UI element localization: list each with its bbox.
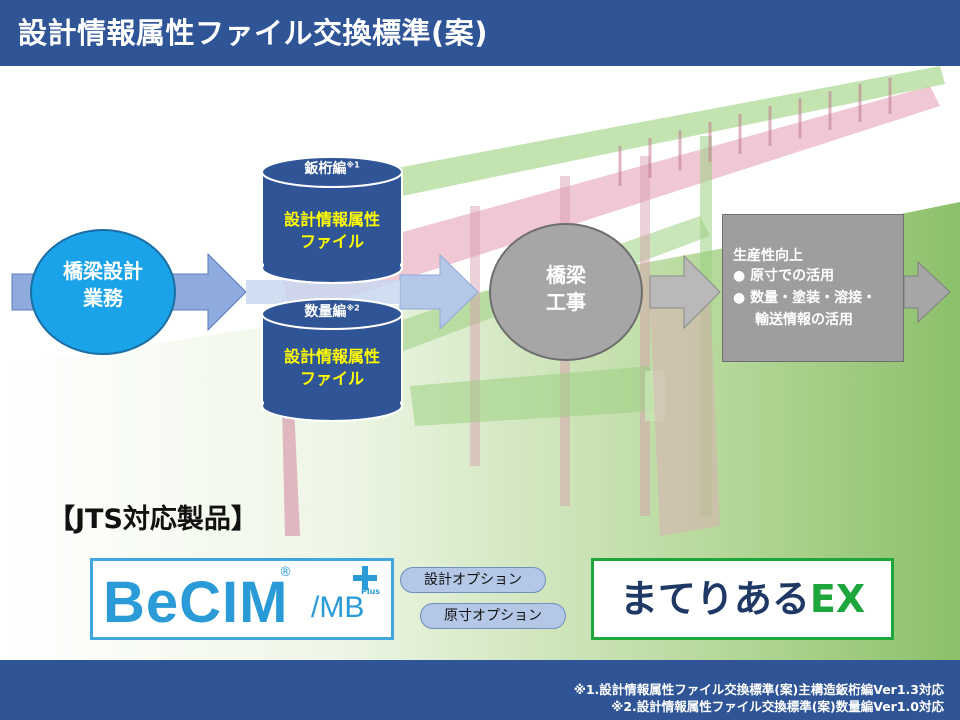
db2-header: 数量編※2 (262, 303, 402, 322)
construction-line1: 橋梁 (546, 263, 586, 287)
db1-line1: 設計情報属性 (283, 210, 380, 229)
db2-line2: ファイル (299, 368, 364, 388)
db2-line1: 設計情報属性 (283, 347, 380, 366)
db-cylinder-2 (261, 298, 403, 422)
benefits-item-2: ● 数量・塗装・溶接・ (733, 287, 876, 307)
benefits-box: 生産性向上 ● 原寸での活用 ● 数量・塗装・溶接・ 輸送情報の活用 (722, 214, 904, 362)
benefits-item-2-cont: 輸送情報の活用 (755, 312, 853, 328)
design-option-pill: 設計オプション (400, 567, 546, 593)
db1-label: 鈑桁編 (304, 161, 347, 177)
title-bar: 設計情報属性ファイル交換標準(案) (0, 0, 960, 66)
footnote-1: ※1.設計情報属性ファイル交換標準(案)主構造鈑桁編Ver1.3対応 (573, 682, 944, 697)
materiaru-main: まてりある (619, 577, 810, 621)
design-circle (30, 229, 176, 355)
benefits-item-1-text: 原寸での活用 (750, 268, 835, 284)
db1-header: 鈑桁編※1 (262, 160, 402, 179)
design-line1: 橋梁設計 (63, 259, 143, 283)
db2-label: 数量編 (304, 304, 347, 320)
materiaru-ex-logo: まてりあるEX (591, 558, 894, 640)
construction-node: 橋梁 工事 (516, 262, 616, 316)
registered-mark: ® (279, 565, 292, 580)
db2-body: 設計情報属性 ファイル (262, 346, 402, 389)
footer-bar: ※1.設計情報属性ファイル交換標準(案)主構造鈑桁編Ver1.3対応 ※2.設計… (0, 660, 960, 720)
becim-main: BeCIM (103, 570, 289, 635)
arrow-construction-to-benefits (649, 254, 721, 330)
db1-note: ※1 (346, 160, 360, 170)
arrow-benefits-out (903, 260, 951, 324)
benefits-item-2-text: 数量・塗装・溶接・ (750, 290, 877, 306)
db2-note: ※2 (346, 303, 360, 313)
page-title: 設計情報属性ファイル交換標準(案) (18, 16, 489, 50)
db1-body: 設計情報属性 ファイル (262, 209, 402, 252)
benefits-title: 生産性向上 (733, 248, 803, 264)
products-heading: 【JTS対応製品】 (48, 504, 258, 535)
footnote-2: ※2.設計情報属性ファイル交換標準(案)数量編Ver1.0対応 (611, 699, 944, 714)
gensun-option-pill: 原寸オプション (420, 603, 566, 629)
db-cylinder-1 (261, 156, 403, 284)
construction-line2: 工事 (546, 290, 586, 314)
bullet-icon: ● (733, 290, 751, 306)
becim-sub: /MB (311, 591, 365, 624)
arrow-files-to-construction (399, 253, 479, 331)
construction-circle (489, 223, 643, 361)
materiaru-ex: EX (809, 577, 866, 621)
plus-icon (353, 566, 377, 590)
benefits-item-1: ● 原寸での活用 (733, 265, 834, 285)
bullet-icon: ● (733, 268, 751, 284)
design-line2: 業務 (83, 286, 123, 310)
plus-label: Plus (361, 587, 381, 596)
becim-logo: BeCIM ® /MB Plus (90, 558, 394, 640)
design-node: 橋梁設計 業務 (43, 258, 163, 312)
db1-line2: ファイル (299, 231, 364, 251)
